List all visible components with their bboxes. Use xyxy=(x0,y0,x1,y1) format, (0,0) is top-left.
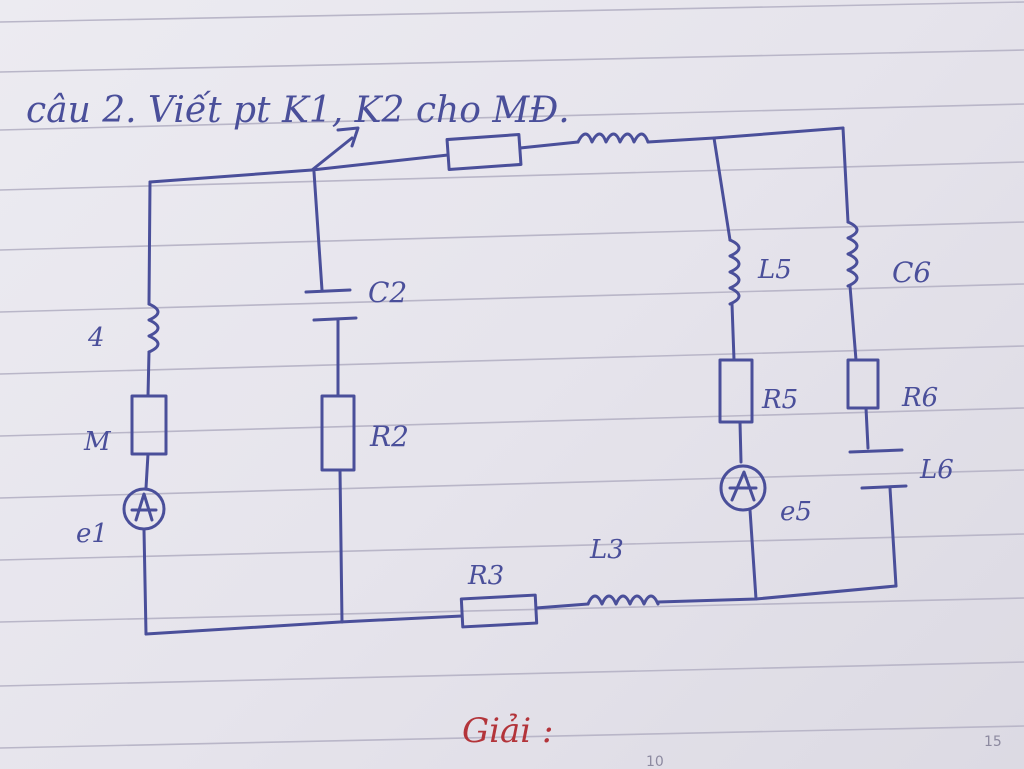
wire-left-to-source xyxy=(144,452,150,490)
label-L6: L6 xyxy=(919,455,954,485)
source-e5-arrow xyxy=(728,470,758,502)
page-mark-15: 15 xyxy=(984,734,1002,750)
wire-r1-upper xyxy=(712,136,732,242)
wire-r2-lower xyxy=(888,486,898,588)
resistor-R5 xyxy=(718,358,754,424)
wire-top-right-a xyxy=(518,140,580,150)
ruled-lines xyxy=(0,1,1024,749)
label-E5: e5 xyxy=(780,497,812,527)
wire-r1-lower xyxy=(748,508,758,601)
label-R5: R5 xyxy=(761,385,798,415)
label-C6: C6 xyxy=(892,256,931,289)
page-mark-10: 10 xyxy=(646,754,664,769)
wire-mid-lower xyxy=(338,468,344,624)
source-e1-arrow xyxy=(130,492,158,522)
wire-mid-upper xyxy=(312,170,324,292)
question-header: câu 2. Viết pt K1, K2 cho MĐ. xyxy=(26,90,570,131)
capacitor-C2-plate-bottom xyxy=(312,316,358,322)
inductor-L1 xyxy=(147,302,160,354)
wire-top-right-b xyxy=(646,126,845,144)
label-R3: R3 xyxy=(467,561,504,591)
label-L5: L5 xyxy=(757,255,792,285)
wire-bottom-mid xyxy=(534,602,590,610)
wire-r2-upper xyxy=(841,126,850,224)
inductor-top xyxy=(576,132,650,144)
wire-left-mid xyxy=(146,350,151,398)
resistor-top xyxy=(445,133,523,171)
capacitor-L6-plate-top xyxy=(848,448,904,454)
switch-arrow xyxy=(310,126,360,172)
wire-left-upper xyxy=(147,180,152,306)
wire-bottom-right xyxy=(656,584,898,604)
resistor-R6 xyxy=(846,358,880,410)
solution-heading: Giải : xyxy=(462,711,553,751)
capacitor-C2-plate-top xyxy=(304,288,352,294)
inductor-C6 xyxy=(846,220,859,288)
capacitor-L6-plate-bottom xyxy=(860,484,908,490)
wire-r1-mid xyxy=(730,302,736,362)
inductor-L5 xyxy=(728,238,741,306)
wire-top-mid xyxy=(310,153,450,172)
label-L1: 4 xyxy=(87,323,105,353)
wire-top-left xyxy=(148,168,314,184)
label-R2: R2 xyxy=(369,420,409,453)
label-C2: C2 xyxy=(368,276,407,309)
wire-left-lower xyxy=(142,528,148,636)
inductor-L3 xyxy=(586,594,660,606)
resistor-R1 xyxy=(130,394,168,456)
label-R6: R6 xyxy=(901,383,938,413)
wire-r1-to-source xyxy=(738,420,743,464)
label-L3: L3 xyxy=(589,535,624,565)
label-E1: e1 xyxy=(76,519,108,549)
wire-bottom-left xyxy=(144,614,464,636)
resistor-R2 xyxy=(320,394,356,472)
source-e5 xyxy=(719,464,767,512)
label-R1: M xyxy=(83,427,112,457)
wire-r2-to-cap xyxy=(864,406,870,450)
wire-r2-mid xyxy=(848,284,858,362)
